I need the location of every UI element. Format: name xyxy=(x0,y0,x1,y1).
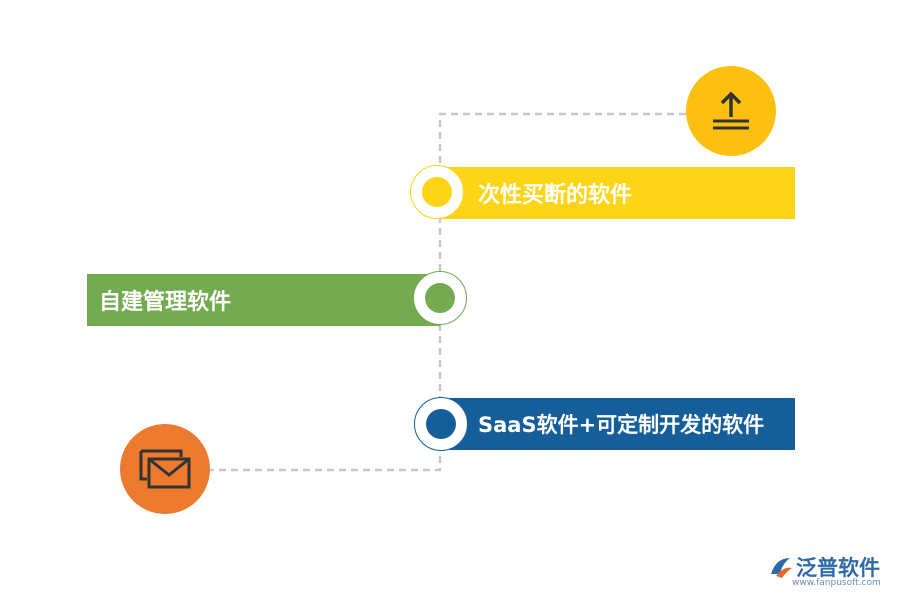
brand-logo: 泛普软件 www.fanpusoft.com xyxy=(768,552,893,592)
brand-url: www.fanpusoft.com xyxy=(792,578,881,588)
item-label: 自建管理软件 xyxy=(99,290,232,315)
upload-icon-badge xyxy=(686,66,776,156)
upload-icon xyxy=(713,91,749,130)
mail-icon-badge xyxy=(120,424,210,514)
brand-name: 泛普软件 xyxy=(796,556,880,580)
mail-icon xyxy=(139,449,191,489)
brand-mark-icon xyxy=(771,558,792,578)
item-self-built-bar: 自建管理软件 xyxy=(87,274,440,326)
item-label: SaaS软件+可定制开发的软件 xyxy=(478,413,765,437)
item-saas-bar: SaaS软件+可定制开发的软件 xyxy=(440,398,795,450)
item-label: 次性买断的软件 xyxy=(478,183,633,208)
item-saas-node xyxy=(414,397,468,451)
item-one-time-purchase-node xyxy=(410,165,464,219)
item-one-time-purchase-bar: 次性买断的软件 xyxy=(440,167,795,219)
item-self-built-node xyxy=(413,271,467,325)
